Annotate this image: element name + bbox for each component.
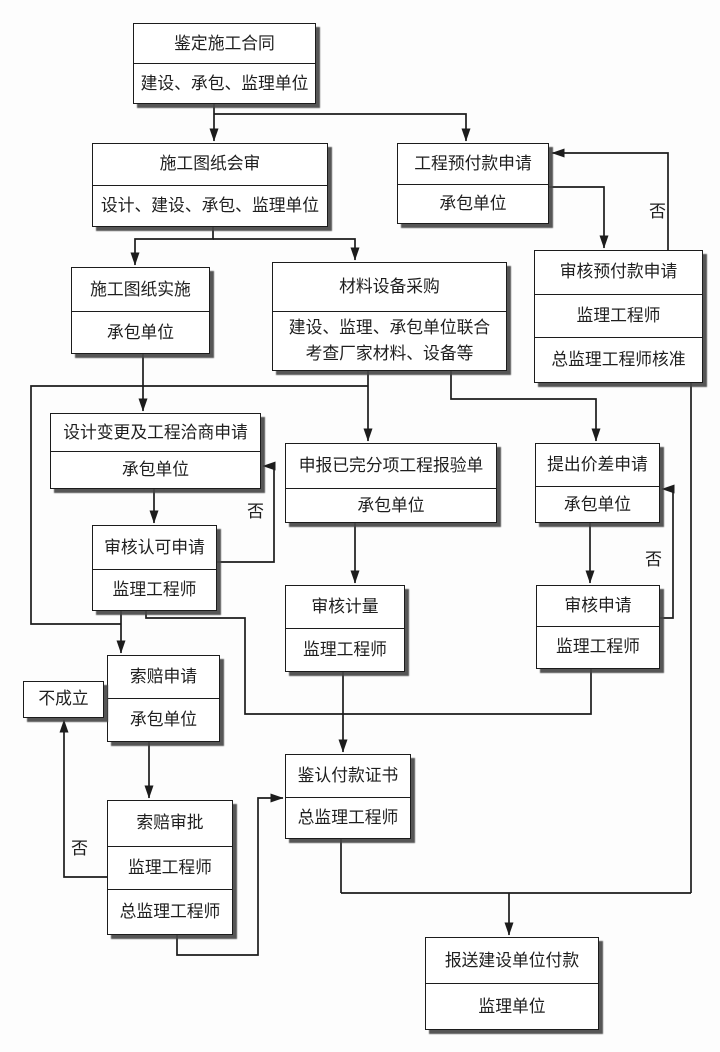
box-approve-request-party: 监理工程师	[93, 569, 216, 610]
edge-claim-approval-to-certificate	[176, 793, 284, 956]
box-measure-review-title: 审核计量	[311, 596, 379, 616]
box-material-procure-party-line2: 考查厂家材料、设备等	[305, 343, 474, 363]
box-claim-request-title: 索赔申请	[129, 667, 198, 687]
box-payment-certificate-party: 总监理工程师	[286, 797, 410, 838]
edge-drawing-review-to-procure	[213, 238, 360, 261]
edge-prepayment-request-to-review	[549, 186, 609, 249]
edge-claim-no-loop	[59, 719, 107, 878]
box-request-review-party: 监理工程师	[537, 625, 659, 668]
box-prepayment-request-title: 工程预付款申请	[414, 154, 532, 174]
box-prepayment-review: 审核预付款申请 监理工程师 总监理工程师核准	[534, 250, 703, 383]
box-price-diff: 提出价差申请 承包单位	[535, 443, 660, 523]
box-drawing-review-title: 施工图纸会审	[159, 154, 261, 174]
box-price-diff-party: 承包单位	[536, 486, 659, 522]
edge-drawing-review-to-implement	[130, 227, 214, 266]
box-prepayment-review-title: 审核预付款申请	[559, 262, 678, 282]
box-claim-approval-party: 监理工程师	[108, 845, 232, 890]
box-prepayment-review-party: 监理工程师	[535, 293, 702, 338]
edge-approve-no-loop	[217, 461, 276, 563]
box-claim-approval-title: 索赔审批	[136, 813, 204, 833]
edge-request-review-no-loop	[660, 484, 675, 619]
edge-procure-to-price-diff	[450, 371, 601, 442]
box-material-procure-party: 建设、监理、承包单位联合 考查厂家材料、设备等	[273, 310, 506, 370]
box-measure-review-party: 监理工程师	[286, 627, 404, 671]
box-drawing-review: 施工图纸会审 设计、建设、承包、监理单位	[92, 143, 328, 227]
box-claim-approval: 索赔审批 监理工程师 总监理工程师	[107, 800, 233, 935]
box-material-procure: 材料设备采购 建设、监理、承包单位联合 考查厂家材料、设备等	[272, 262, 507, 371]
box-prepayment-request: 工程预付款申请 承包单位	[397, 143, 549, 224]
box-prepayment-request-party: 承包单位	[398, 184, 548, 223]
box-claim-request: 索赔申请 承包单位	[107, 655, 220, 742]
box-design-change: 设计变更及工程洽商申请 承包单位	[50, 413, 261, 489]
box-sign-contract-title: 鉴定施工合同	[174, 33, 275, 53]
box-request-review: 审核申请 监理工程师	[536, 585, 660, 669]
edge-prepayment-no-loop	[551, 148, 669, 250]
box-payment-certificate-title: 鉴认付款证书	[297, 766, 399, 786]
box-sign-contract-party: 建设、承包、监理单位	[134, 63, 315, 103]
box-request-review-title: 审核申请	[564, 595, 632, 615]
box-submit-payment-party: 监理单位	[426, 983, 598, 1029]
box-approve-request-title: 审核认可申请	[104, 537, 205, 557]
box-price-diff-title: 提出价差申请	[547, 455, 648, 475]
box-claim-approval-approver: 总监理工程师	[108, 889, 232, 934]
box-work-inspection-party: 承包单位	[286, 488, 496, 522]
edge-approve-to-inspection-loop	[30, 385, 368, 625]
box-not-established-title: 不成立	[38, 689, 89, 709]
edge-approve-and-review-merge	[145, 611, 592, 715]
box-design-change-title: 设计变更及工程洽商申请	[63, 422, 248, 442]
box-drawing-implement: 施工图纸实施 承包单位	[71, 267, 210, 354]
box-sign-contract: 鉴定施工合同 建设、承包、监理单位	[133, 23, 316, 104]
box-drawing-implement-party: 承包单位	[72, 311, 209, 353]
box-material-procure-title: 材料设备采购	[339, 276, 440, 296]
box-work-inspection-title: 申报已完分项工程报验单	[298, 456, 484, 476]
edge-label-no-prepayment: 否	[649, 202, 666, 221]
box-prepayment-review-approver: 总监理工程师核准	[535, 337, 702, 382]
box-material-procure-party-line1: 建设、监理、承包单位联合	[288, 317, 491, 337]
box-drawing-implement-title: 施工图纸实施	[90, 279, 191, 299]
edge-label-no-price-diff: 否	[645, 550, 662, 569]
edge-label-no-design-change: 否	[247, 502, 264, 521]
box-drawing-review-party: 设计、建设、承包、监理单位	[93, 184, 327, 227]
edge-contract-to-prepayment-request	[214, 113, 471, 142]
edge-label-no-claim: 否	[71, 839, 88, 858]
box-submit-payment-title: 报送建设单位付款	[444, 950, 580, 970]
box-design-change-party: 承包单位	[51, 451, 260, 488]
box-submit-payment: 报送建设单位付款 监理单位	[425, 937, 599, 1030]
box-claim-request-party: 承包单位	[108, 698, 219, 741]
box-work-inspection: 申报已完分项工程报验单 承包单位	[285, 443, 497, 523]
box-measure-review: 审核计量 监理工程师	[285, 585, 405, 672]
box-approve-request: 审核认可申请 监理工程师	[92, 525, 217, 611]
box-payment-certificate: 鉴认付款证书 总监理工程师	[285, 754, 411, 839]
box-not-established: 不成立	[23, 681, 104, 718]
